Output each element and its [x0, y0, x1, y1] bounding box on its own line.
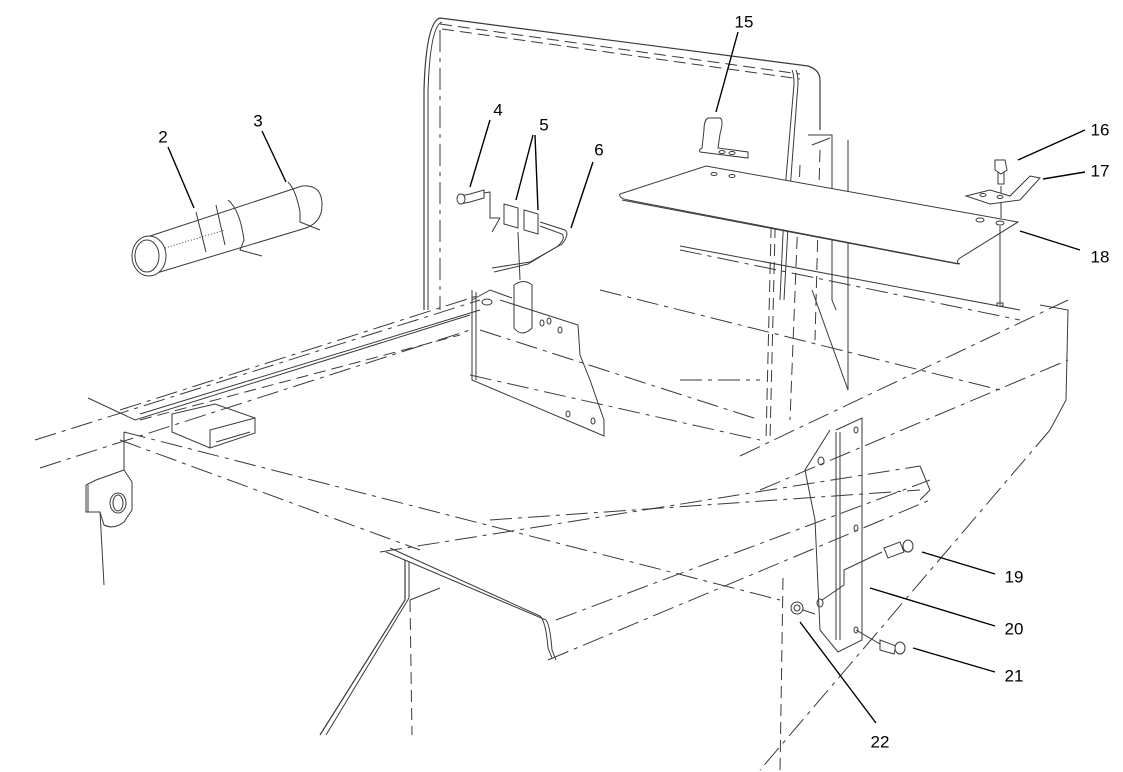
fasteners-19-21-22: [790, 539, 914, 655]
shelf-plate-18: [619, 165, 1020, 307]
mounting-plate: [471, 281, 605, 437]
back-frame: [423, 17, 821, 310]
callout-16: 16: [1090, 120, 1110, 140]
callout-18: 18: [1090, 247, 1110, 267]
callout-17: 17: [1090, 161, 1110, 181]
callout-2: 2: [158, 127, 168, 147]
side-bracket-20: [779, 417, 863, 772]
vertical-post: [765, 134, 849, 441]
callout-19: 19: [1004, 567, 1024, 587]
callout-5: 5: [539, 115, 549, 135]
callout-4: 4: [493, 100, 503, 120]
callout-6: 6: [594, 140, 604, 160]
bolt-clamp-rod: [456, 189, 568, 281]
frame-rails: [34, 245, 1069, 771]
tube-assembly: [131, 181, 323, 277]
callout-15: 15: [734, 12, 754, 32]
callout-20: 20: [1004, 619, 1024, 639]
callout-22: 22: [870, 732, 890, 752]
screw-clip-16-17: [964, 159, 1041, 218]
left-lug: [85, 432, 133, 586]
callout-3: 3: [253, 111, 263, 131]
front-tray: [319, 465, 931, 736]
angle-bracket-15: [698, 117, 749, 159]
leader-lines: [167, 31, 1086, 724]
callout-21: 21: [1004, 666, 1024, 686]
left-channel: [171, 403, 256, 449]
